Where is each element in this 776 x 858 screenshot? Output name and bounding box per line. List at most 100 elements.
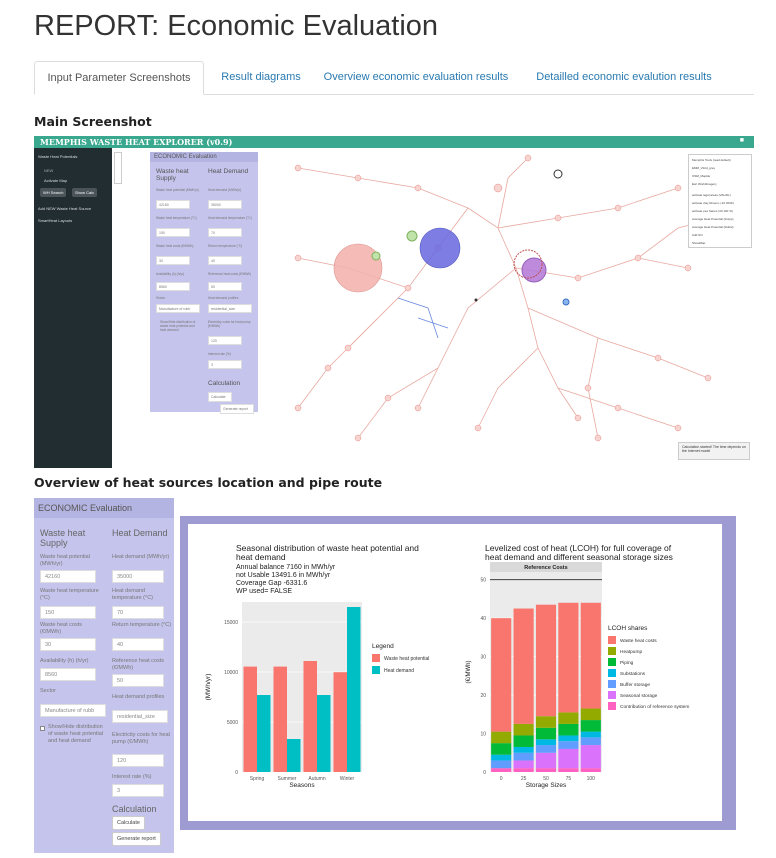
chart1-bar bbox=[347, 607, 361, 772]
chart2-x-tick: 100 bbox=[587, 776, 596, 782]
heat-demand-temp-input[interactable]: 70 bbox=[112, 606, 164, 619]
field-label: Interest rate (%) bbox=[208, 352, 231, 356]
field-label: Heat demand (MWh/yr) bbox=[112, 554, 170, 560]
chart2-bar-segment bbox=[513, 608, 534, 724]
chart1-legend-swatch bbox=[372, 666, 380, 674]
wh-search-button[interactable]: WH Search bbox=[40, 188, 67, 197]
chart2-bar-segment bbox=[580, 602, 601, 709]
field-label: Electricity costs for heat pump (€/MWh) bbox=[112, 732, 171, 745]
chart2-bar-segment bbox=[513, 723, 534, 736]
chart2-bar-segment bbox=[558, 748, 579, 769]
chart2-bar-segment bbox=[535, 745, 557, 753]
chart1-bar bbox=[287, 739, 301, 772]
return-temp-input[interactable]: 40 bbox=[112, 638, 164, 651]
field-label: Waste heat potential (MWh/yr) bbox=[40, 554, 90, 567]
sector-input[interactable]: Manufacture of rubb bbox=[156, 304, 200, 313]
legend-item[interactable]: activate clay Rnsers (-10 WHK) bbox=[692, 201, 734, 205]
chart1-x-tick: Winter bbox=[340, 776, 355, 782]
demand-title: Heat Demand bbox=[112, 528, 168, 538]
tab-bar: Input Parameter Screenshots Result diagr… bbox=[34, 61, 754, 95]
chart2-bar-segment bbox=[558, 712, 579, 724]
chart1-bar bbox=[333, 672, 347, 772]
menu-icon[interactable]: ■ bbox=[739, 137, 744, 144]
legend-item[interactable]: activate legal areas (VALIDL) bbox=[692, 193, 731, 197]
electricity-cost-input[interactable]: 120 bbox=[208, 336, 242, 345]
chart1-bar bbox=[317, 695, 331, 772]
chart2-bar-segment bbox=[580, 731, 601, 738]
waste-heat-temp-input[interactable]: 150 bbox=[156, 228, 190, 237]
tab-result-diagrams[interactable]: Result diagrams bbox=[221, 71, 301, 83]
legend-item[interactable]: OSM_Maptile bbox=[692, 174, 711, 178]
legend-item[interactable]: Average Heat Potential (InApp) bbox=[692, 217, 734, 221]
waste-heat-costs-input[interactable]: 30 bbox=[156, 256, 190, 265]
chart1-bar bbox=[273, 666, 287, 772]
calculation-title: Calculation bbox=[112, 804, 157, 814]
sidebar-item-add-source[interactable]: Add NEW Waste Heat Source bbox=[38, 206, 92, 211]
field-label: Reference heat costs (€/MWh) bbox=[112, 658, 164, 671]
chart1-legend-swatch bbox=[372, 654, 380, 662]
legend-item[interactable]: Esri WorldImagery bbox=[692, 182, 717, 186]
electricity-cost-input[interactable]: 120 bbox=[112, 754, 164, 767]
waste-heat-costs-input[interactable]: 30 bbox=[40, 638, 96, 651]
chart2-bar-segment bbox=[535, 727, 557, 740]
show-calc-button[interactable]: Show Calc bbox=[72, 188, 98, 197]
tab-detailled-results[interactable]: Detailled economic evalution results bbox=[536, 71, 712, 83]
heat-demand-input[interactable]: 35000 bbox=[208, 200, 242, 209]
field-label: Heat demand temperature (°C) bbox=[112, 588, 154, 601]
demand-profile-select[interactable]: residential_size bbox=[112, 710, 168, 723]
distribution-checkbox[interactable]: Show/Hide distribution of waste heat pot… bbox=[160, 320, 196, 332]
chart2-bar-segment bbox=[491, 618, 512, 732]
waste-heat-potential-input[interactable]: 42160 bbox=[156, 200, 190, 209]
heat-map[interactable] bbox=[258, 148, 754, 468]
heat-demand-input[interactable]: 35000 bbox=[112, 570, 164, 583]
legend-item[interactable]: ShowMap bbox=[692, 241, 706, 245]
availability-input[interactable]: 8560 bbox=[40, 668, 96, 681]
sector-input[interactable]: Manufacture of rubb bbox=[40, 704, 106, 717]
availability-input[interactable]: 8560 bbox=[156, 282, 190, 291]
interest-rate-input[interactable]: 3 bbox=[112, 784, 164, 797]
interest-rate-input[interactable]: 3 bbox=[208, 360, 242, 369]
sidebar-item-layouts[interactable]: SmartHeat Layouts bbox=[38, 218, 73, 223]
waste-heat-temp-input[interactable]: 150 bbox=[40, 606, 96, 619]
demand-title-small: Heat Demand bbox=[208, 168, 249, 175]
heat-demand-temp-input[interactable]: 70 bbox=[208, 228, 242, 237]
return-temp-input[interactable]: 40 bbox=[208, 256, 242, 265]
checkbox-label: Show/Hide distribution of waste heat pot… bbox=[48, 724, 104, 744]
map-zoom-control[interactable] bbox=[114, 152, 122, 184]
waste-heat-potential-input[interactable]: 42160 bbox=[40, 570, 96, 583]
chart2-bar-segment bbox=[491, 768, 512, 772]
chart2-y-tick: 10 bbox=[480, 732, 486, 738]
sidebar-item-activate-map[interactable]: Activate Map bbox=[44, 178, 68, 183]
sidebar-item-new[interactable]: NEW bbox=[44, 168, 54, 173]
legend-item[interactable]: activate pes Series (30 100 %) bbox=[692, 209, 733, 213]
generate-report-button[interactable]: Generate report bbox=[112, 832, 161, 846]
tab-overview-results[interactable]: Overview economic evaluation results bbox=[323, 71, 509, 83]
reference-costs-input[interactable]: 50 bbox=[208, 282, 242, 291]
legend-item[interactable]: Memphis Tools (read default) bbox=[692, 158, 731, 162]
chart1-title: Seasonal distribution of waste heat pote… bbox=[236, 543, 419, 562]
chart2-x-label: Storage Sizes bbox=[526, 782, 567, 789]
chart1-legend-label: Waste heat potential bbox=[384, 656, 429, 662]
field-label: Heat demand profiles bbox=[112, 694, 165, 700]
map-layer-legend[interactable]: Memphis Tools (read default) EMM_Vfold_g… bbox=[688, 154, 752, 248]
demand-profile-select[interactable]: residential_size bbox=[208, 304, 252, 313]
calculate-button[interactable]: Calculate bbox=[112, 816, 145, 830]
distribution-checkbox[interactable] bbox=[40, 726, 45, 731]
legend-item[interactable]: Average Heat Potential (Dubai) bbox=[692, 225, 734, 229]
econ-panel-small: ECONOMIC Evaluation Waste heat Supply He… bbox=[150, 152, 258, 414]
tab-input-parameter-screenshots[interactable]: Input Parameter Screenshots bbox=[34, 61, 204, 95]
legend-item[interactable]: EMM_Vfold_grey bbox=[692, 166, 716, 170]
sidebar-item-waste-heat[interactable]: Waste Heat Potentials bbox=[38, 154, 78, 159]
calculate-button-small[interactable]: Calculate bbox=[208, 392, 232, 402]
chart2-facet-strip bbox=[490, 562, 602, 572]
generate-report-button-small[interactable]: Generate report bbox=[220, 404, 254, 414]
field-label: Return temperature (°C) bbox=[112, 622, 172, 628]
chart2-legend-label: Contribution of reference system bbox=[620, 704, 689, 710]
chart2-legend-label: Heatpump bbox=[620, 649, 642, 655]
reference-costs-input[interactable]: 50 bbox=[112, 674, 164, 687]
legend-item[interactable]: Add NO bbox=[692, 233, 703, 237]
chart2-bar-segment bbox=[535, 752, 557, 769]
chart2-bar-segment bbox=[513, 747, 534, 753]
app-title: MEMPHIS WASTE HEAT EXPLORER (v0.9) bbox=[40, 137, 233, 147]
econ-header-small: ECONOMIC Evaluation bbox=[150, 152, 258, 162]
